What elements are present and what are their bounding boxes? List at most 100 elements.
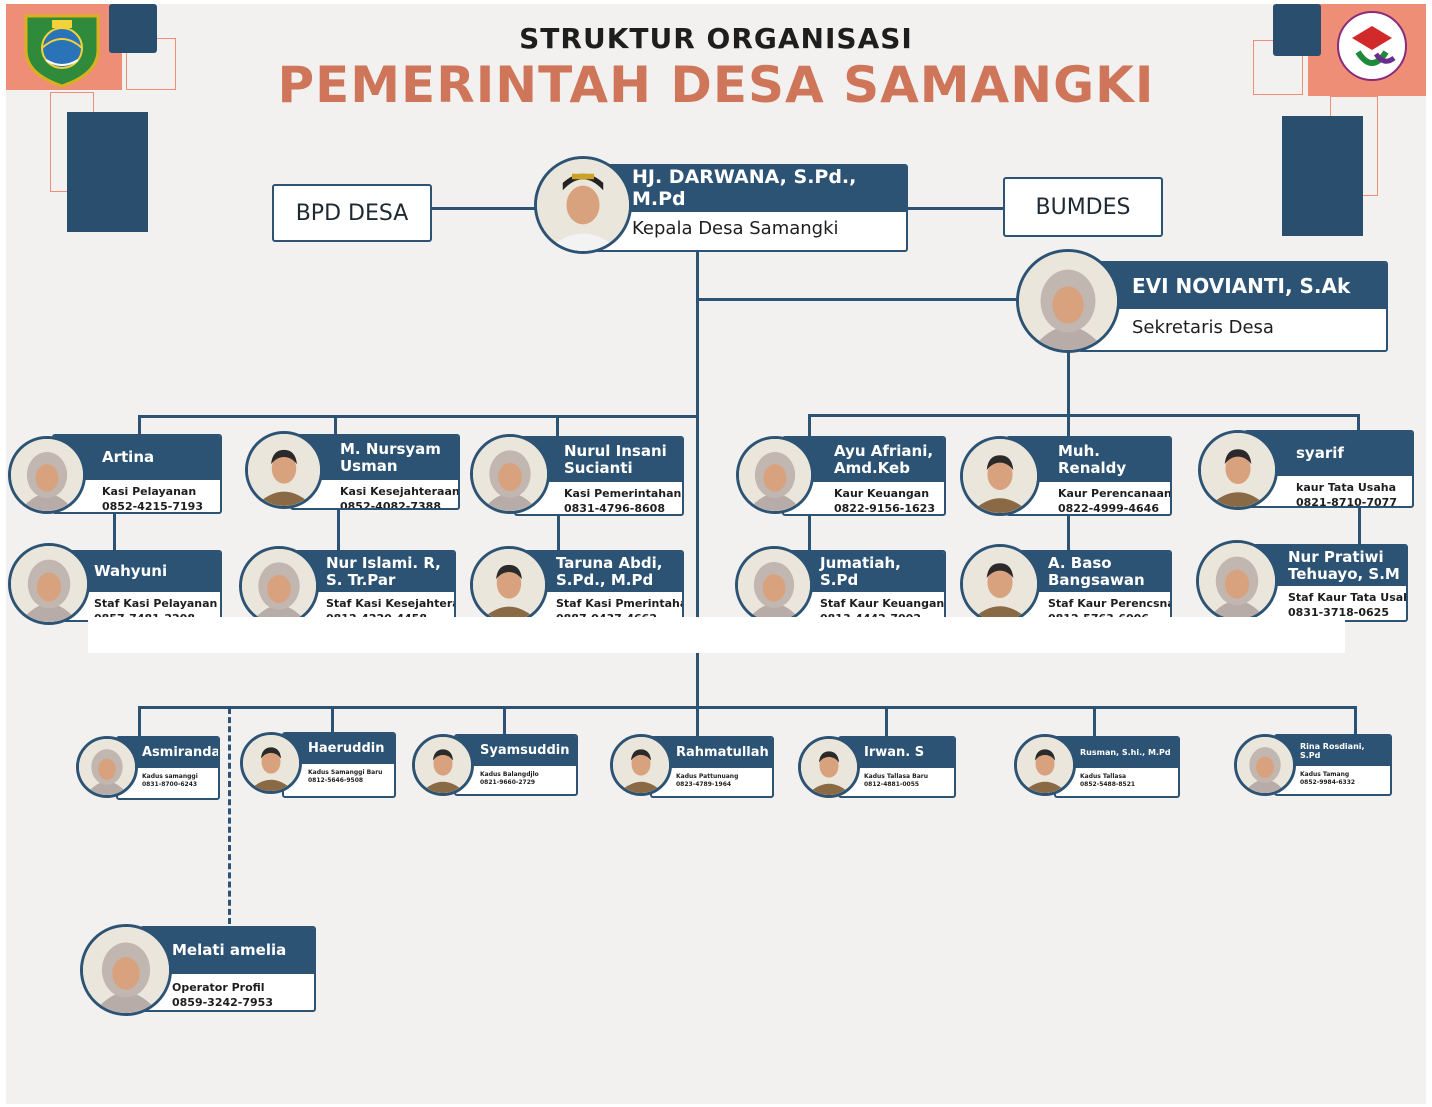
member-phone: 0857-7481-2208 (94, 611, 195, 620)
male-portrait-image (248, 434, 320, 506)
connector (1067, 414, 1070, 438)
member-phone: 0859-3242-7953 (172, 995, 273, 1009)
ministry-emblem-logo (1336, 8, 1408, 84)
connector (138, 415, 141, 437)
male-portrait-image (1201, 433, 1275, 507)
connector (557, 514, 560, 550)
avatar (960, 544, 1040, 624)
avatar (736, 436, 814, 514)
member-role: kaur Tata Usaha (1296, 481, 1396, 494)
avatar (240, 732, 302, 794)
hijab-portrait-image (739, 439, 811, 511)
title-line-2: PEMERINTAH DESA SAMANGKI (277, 56, 1155, 114)
member-role: Operator Profil (172, 981, 265, 994)
hijab-portrait-image (1199, 543, 1275, 619)
connector (432, 207, 542, 210)
connector (906, 207, 1004, 210)
connector (113, 512, 116, 550)
connector (503, 706, 506, 736)
bpd-desa-box: BPD DESA (272, 184, 432, 242)
hijab-portrait-image (242, 549, 316, 623)
member-phone: 0813-4442-7002 (820, 611, 921, 620)
regency-crest-logo (22, 10, 102, 88)
member-role: Kepala Desa Samangki (632, 218, 839, 239)
member-phone: 0831-8700-6243 (142, 781, 198, 789)
member-name: Syamsuddin (456, 736, 576, 766)
male-portrait-image (963, 439, 1037, 513)
avatar (610, 734, 672, 796)
title-line-1: STRUKTUR ORGANISASI (519, 22, 913, 55)
hijab-portrait-image (1019, 252, 1117, 350)
hijab-portrait-image (473, 437, 547, 511)
hijab-portrait-image (11, 546, 87, 622)
member-phone: 0812-5646-9508 (308, 777, 364, 785)
member-phone: 0822-4999-4646 (1058, 501, 1159, 514)
hijab-portrait-image (79, 739, 135, 795)
avatar (470, 546, 548, 624)
avatar (1196, 540, 1278, 622)
connector (698, 298, 1028, 301)
male-portrait-image (801, 739, 857, 795)
member-phone: 0831-3718-0625 (1288, 605, 1389, 619)
member-phone: 0812-5763-6006 (1048, 611, 1149, 620)
member-role: Staf Kaur Tata Usaha (1288, 591, 1406, 604)
member-role: Kaur Keuangan (834, 487, 930, 500)
avatar (1198, 430, 1278, 510)
member-phone: 0822-9156-1623 (834, 501, 935, 514)
member-phone: 0821-8710-7077 (1296, 495, 1397, 506)
avatar (412, 734, 474, 796)
hijab-portrait-image (83, 927, 169, 1013)
avatar (8, 436, 86, 514)
member-role: Kasi Kesejahteraan (340, 485, 458, 498)
member-phone: 0831-4796-8608 (564, 501, 665, 514)
member-details: Staf Kaur Perencsnaan0812-5763-6006 (1006, 593, 1170, 620)
member-role: Kadus Tallasa Baru (864, 773, 929, 780)
connector (696, 706, 699, 736)
member-phone: 0852-5488-8521 (1080, 781, 1136, 789)
member-role: Kasi Pelayanan (102, 485, 197, 498)
corner-block-right-small (1273, 4, 1321, 56)
connector (696, 652, 699, 708)
connector (808, 414, 1360, 417)
connector (334, 415, 337, 437)
male-portrait-image (415, 737, 471, 793)
member-phone: 0812-4881-0055 (864, 781, 920, 789)
member-name: EVI NOVIANTI, S.Ak (1080, 263, 1386, 309)
member-role: Kadus Pattunuang (676, 773, 739, 780)
hijab-portrait-image (738, 549, 810, 621)
avatar (245, 431, 323, 509)
member-role: Staf Kasi Pmerintahan (556, 597, 682, 610)
male-portrait-image (473, 549, 545, 621)
connector (138, 706, 1357, 709)
member-role: Kadus Balangdjlo (480, 771, 539, 778)
connector (1093, 706, 1096, 736)
member-role: Kasi Pemerintahan (564, 487, 682, 500)
member-role: Sekretaris Desa (1132, 317, 1274, 338)
connector (885, 706, 888, 736)
member-name: Haeruddin (284, 734, 394, 764)
member-phone: 0852-9984-6332 (1300, 779, 1356, 787)
connector (337, 508, 340, 550)
member-role: Staf Kasi Kesejahteraan (326, 597, 454, 610)
avatar (798, 736, 860, 798)
hijab-portrait-image (11, 439, 83, 511)
male-portrait-image (963, 547, 1037, 621)
official-portrait-image (537, 159, 629, 251)
member-role: Staf Kaur Perencsnaan (1048, 597, 1170, 610)
